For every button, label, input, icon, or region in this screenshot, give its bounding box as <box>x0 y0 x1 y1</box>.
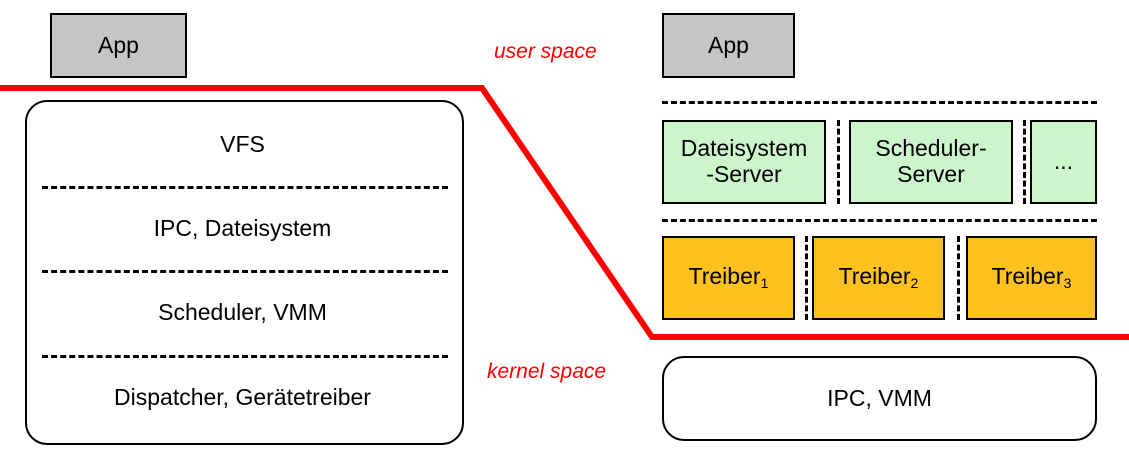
monolithic-layer-scheduler-vmm: Scheduler, VMM <box>27 270 458 355</box>
microkernel-separator-below-servers <box>662 219 1097 222</box>
monolithic-layer-ipc-dateisystem-label: IPC, Dateisystem <box>153 214 332 241</box>
microkernel-server-divider-2 <box>1023 120 1026 204</box>
microkernel-app-box: App <box>662 13 795 78</box>
monolithic-layer-ipc-dateisystem: IPC, Dateisystem <box>27 186 458 270</box>
monolithic-app-box: App <box>50 13 187 78</box>
microkernel-driver-label-2: Treiber2 <box>838 262 919 293</box>
microkernel-server-divider-1 <box>837 120 840 204</box>
microkernel-server-box-scheduler: Scheduler- Server <box>849 120 1013 204</box>
user-space-label: user space <box>494 40 597 63</box>
microkernel-server-label-scheduler: Scheduler- Server <box>875 135 987 187</box>
microkernel-server-box-ellipsis: ... <box>1030 120 1097 204</box>
microkernel-driver-box-2: Treiber2 <box>812 236 945 320</box>
microkernel-driver-label-1: Treiber1 <box>688 262 769 293</box>
microkernel-driver-label-3: Treiber3 <box>991 262 1072 293</box>
monolithic-layer-vfs-label: VFS <box>220 130 265 157</box>
microkernel-driver-name-1: Treiber <box>688 262 761 289</box>
microkernel-driver-name-3: Treiber <box>991 262 1064 289</box>
microkernel-app-label: App <box>708 31 749 58</box>
monolithic-layer-dispatcher-geraetetreiber-label: Dispatcher, Gerätetreiber <box>114 383 371 410</box>
microkernel-driver-box-3: Treiber3 <box>966 236 1097 320</box>
microkernel-separator-above-servers <box>662 101 1097 104</box>
monolithic-layer-vfs: VFS <box>27 102 458 186</box>
microkernel-core-label: IPC, VMM <box>827 384 932 411</box>
microkernel-core-box: IPC, VMM <box>662 356 1097 441</box>
microkernel-server-label-ellipsis: ... <box>1053 148 1074 175</box>
microkernel-driver-divider-2 <box>957 236 960 320</box>
microkernel-server-label-dateisystem: Dateisystem -Server <box>680 135 808 187</box>
monolithic-layer-dispatcher-geraetetreiber: Dispatcher, Gerätetreiber <box>27 355 458 439</box>
microkernel-driver-divider-1 <box>805 236 808 320</box>
monolithic-app-label: App <box>98 31 139 58</box>
microkernel-driver-index-1: 1 <box>760 275 769 292</box>
microkernel-driver-box-1: Treiber1 <box>662 236 795 320</box>
kernel-space-label: kernel space <box>487 360 607 383</box>
microkernel-driver-name-2: Treiber <box>838 262 911 289</box>
monolithic-separator-3 <box>42 355 448 358</box>
monolithic-layer-scheduler-vmm-label: Scheduler, VMM <box>158 299 327 325</box>
microkernel-driver-index-2: 2 <box>910 275 919 292</box>
microkernel-driver-index-3: 3 <box>1063 275 1072 292</box>
microkernel-server-box-dateisystem: Dateisystem -Server <box>662 120 826 204</box>
